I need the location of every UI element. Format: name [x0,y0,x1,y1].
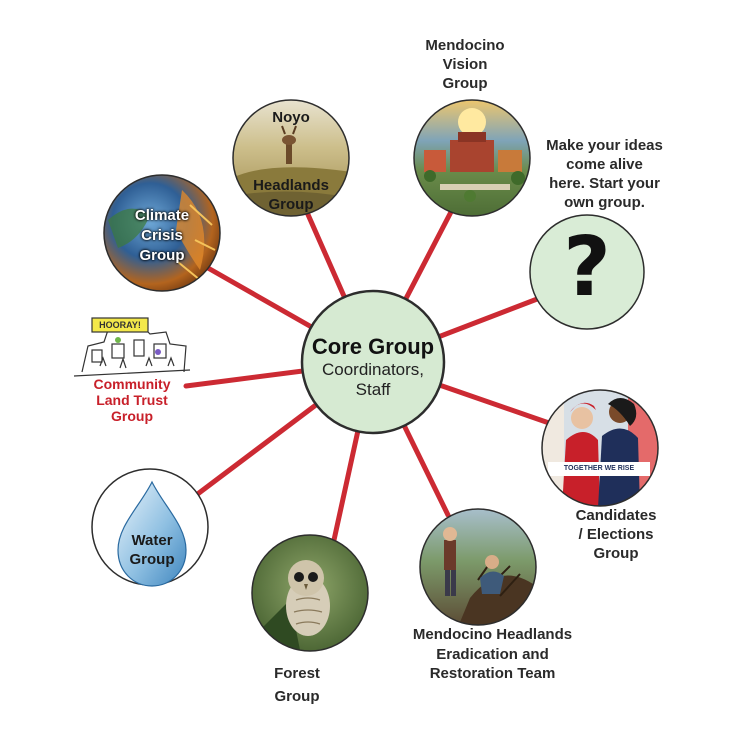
land-trust-label-line3: Group [111,408,153,424]
forest-label-line2: Group [274,688,320,705]
vision-label-line2: Vision [442,56,488,73]
new-group-line1: Make your ideas [546,137,663,154]
land-trust-label-line1: Community [93,376,171,392]
land-trust-label-line2: Land Trust [96,392,168,408]
noyo-label-line1: Noyo [272,109,310,126]
water-label-line1: Water [131,532,173,549]
eradication-label-line3: Restoration Team [429,665,556,682]
water-drop-icon [117,480,187,587]
noyo-label-line3: Group [268,196,314,213]
climate-label-line3: Group [139,247,185,264]
core-group-title: Core Group [311,334,435,359]
climate-label-line2: Crisis [141,227,183,244]
forest-label-line1: Forest [274,665,320,682]
eradication-label-line2: Eradication and [436,646,549,663]
candidates-elections-image [541,389,659,507]
land-trust-banner-text: HOORAY! [99,320,141,330]
new-group-line3: here. Start your [549,175,660,192]
candidates-banner-text: TOGETHER WE RISE [563,465,635,472]
mendocino-vision-image [413,99,531,217]
candidates-label-line2: / Elections [578,526,654,543]
core-subtitle-line1: Coordinators, [321,360,425,379]
eradication-label-line1: Mendocino Headlands [412,626,573,643]
forest-owl-image [251,534,369,652]
climate-crisis-image [103,174,221,292]
water-label-line2: Group [129,551,175,568]
candidates-label-line1: Candidates [575,507,657,524]
candidates-label-line3: Group [593,545,639,562]
new-group-line2: come alive [566,156,643,173]
eradication-team-image [419,508,537,626]
core-subtitle-line2: Staff [355,380,391,399]
climate-label-line1: Climate [134,207,190,224]
land-trust-sketch-image [73,317,191,377]
new-group-line4: own group. [564,194,645,211]
question-mark-icon: ? [563,220,611,315]
new-group-circle [529,214,645,330]
core-group-subtitle: Coordinators, Staff [300,360,446,400]
noyo-label-line2: Headlands [253,177,329,194]
vision-label-line3: Group [442,75,488,92]
core-group-circle [300,289,446,435]
vision-label-line1: Mendocino [425,37,505,54]
noyo-headlands-image [232,99,350,217]
